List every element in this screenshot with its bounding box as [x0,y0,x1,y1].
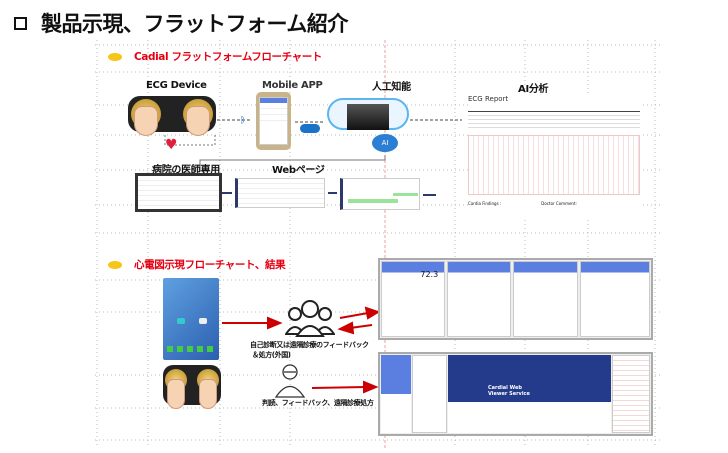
ecg-report-image: ECG Report Cardia Findings :Doctor Comme… [468,95,640,220]
section2-heading: 心電図示現フローチャート、結果 [108,257,286,272]
heart-icon: ♥ [165,137,178,153]
tablet-image [163,278,219,360]
web-viewer-main-screen: Cardial Web Viewer Service [448,355,611,433]
ecg-device-image [163,365,221,409]
web-page-label: Webページ [272,165,325,176]
app-screen-result [579,261,650,337]
cloud-api-icon [300,124,320,133]
doctor-icon [274,364,306,398]
web-detail-screenshot [340,178,420,210]
ecg-device-label: ECG Device [146,80,207,91]
app-screen-measure: 72.3 [381,261,446,337]
web-page-screenshot [235,178,325,208]
patients-group-icon [285,300,335,337]
mobile-app-label: Mobile APP [262,80,323,91]
slide-title: 製品示現、フラットフォーム紹介 [14,8,348,38]
web-viewer-screenshots: Cardial Web Viewer Service [378,352,653,436]
hospital-label: 病院の医師専用 [152,165,220,176]
bluetooth-icon: ᛒ [240,116,246,126]
section1-heading: Cadial フラットフォームフローチャート [108,49,322,64]
app-screen-guide [447,261,512,337]
ai-analysis-label: AI分析 [518,84,549,95]
web-print-screen [612,355,650,433]
doctor-text: 判読、フィードバック、遠隔診療処方 [262,399,374,407]
bullet-icon [108,260,122,269]
feedback-text: 自己診断又は遠隔診療のフィードバック [250,341,369,349]
app-screen-ecg [513,261,578,337]
ai-label: 人工知能 [372,82,411,93]
ecg-device-image [128,96,216,136]
ai-brain-icon: AI [372,134,398,152]
checkbox-bullet-icon [14,16,27,30]
mobile-phone-image [256,92,291,150]
web-login-screen [381,355,411,433]
web-report-screen [412,355,447,433]
hospital-monitor-image [135,173,222,212]
cloud-server-image [327,98,409,130]
prescription-text: ＆処方(外国) [252,351,291,359]
bullet-icon [108,52,122,61]
mobile-app-screenshots: 72.3 [378,258,653,340]
